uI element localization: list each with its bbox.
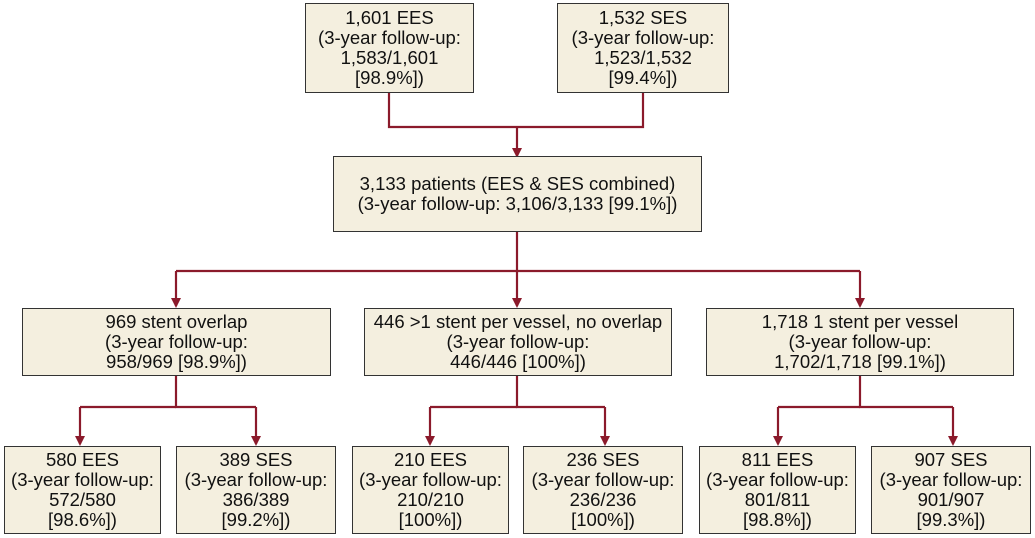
- connector-no-overlap: [515, 376, 605, 409]
- box-no-overlap: 446 >1 stent per vessel, no overlap (3-y…: [364, 308, 672, 376]
- box-line: 958/969 [98.9%]): [106, 351, 247, 372]
- connector-single-stent: [858, 376, 953, 409]
- box-line: [98.6%]): [48, 509, 117, 530]
- box-line: (3-year follow-up:: [446, 331, 590, 352]
- box-907-ses: 907 SES (3-year follow-up: 901/907 [99.3…: [871, 446, 1031, 534]
- box-line: 1,702/1,718 [99.1%]): [774, 351, 946, 372]
- box-line: [99.4%]): [608, 67, 678, 88]
- box-line: [99.3%]): [916, 509, 986, 530]
- box-line: (3-year follow-up:: [105, 331, 248, 352]
- box-line: [99.2%]): [221, 509, 291, 530]
- box-line: 1,718 1 stent per vessel: [761, 311, 959, 332]
- box-line: 236 SES: [566, 449, 640, 470]
- box-line: 389 SES: [219, 449, 293, 470]
- box-line: (3-year follow-up:: [318, 27, 461, 48]
- box-811-ees: 811 EES (3-year follow-up: 801/811 [98.8…: [699, 446, 856, 534]
- box-line: (3-year follow-up:: [11, 469, 154, 490]
- box-line: 1,601 EES: [345, 7, 434, 28]
- box-line: [100%]): [571, 509, 635, 530]
- box-line: 1,583/1,601: [340, 47, 439, 68]
- box-line: (3-year follow-up: 3,106/3,133 [99.1%]): [357, 193, 678, 214]
- box-line: 210 EES: [393, 449, 468, 470]
- box-line: (3-year follow-up:: [359, 469, 502, 490]
- box-line: 3,133 patients (EES & SES combined): [359, 173, 676, 194]
- box-single-stent: 1,718 1 stent per vessel (3-year follow-…: [706, 308, 1014, 376]
- box-line: 580 EES: [45, 449, 120, 470]
- arrow-to-210-ees: [430, 405, 517, 444]
- box-line: 572/580: [49, 489, 116, 510]
- arrow-to-580-ees: [80, 405, 176, 444]
- box-line: (3-year follow-up:: [571, 27, 715, 48]
- box-ees-total: 1,601 EES (3-year follow-up: 1,583/1,601…: [305, 3, 474, 93]
- box-line: 811 EES: [741, 449, 814, 470]
- connector-top-ees: [387, 93, 645, 129]
- box-389-ses: 389 SES (3-year follow-up: 386/389 [99.2…: [176, 446, 336, 534]
- box-line: (3-year follow-up:: [184, 469, 328, 490]
- box-line: 907 SES: [914, 449, 988, 470]
- box-580-ees: 580 EES (3-year follow-up: 572/580 [98.6…: [4, 446, 161, 534]
- box-line: [98.8%]): [743, 509, 812, 530]
- box-line: [100%]): [398, 509, 463, 530]
- connector-overlap: [174, 376, 256, 409]
- box-236-ses: 236 SES (3-year follow-up: 236/236 [100%…: [523, 446, 683, 534]
- box-line: 386/389: [222, 489, 290, 510]
- box-stent-overlap: 969 stent overlap (3-year follow-up: 958…: [22, 308, 331, 376]
- box-line: (3-year follow-up:: [879, 469, 1023, 490]
- box-210-ees: 210 EES (3-year follow-up: 210/210 [100%…: [352, 446, 509, 534]
- box-line: 969 stent overlap: [105, 311, 248, 332]
- box-combined: 3,133 patients (EES & SES combined) (3-y…: [333, 156, 702, 232]
- box-line: 801/811: [744, 489, 811, 510]
- box-line: (3-year follow-up:: [788, 331, 932, 352]
- box-line: 446 >1 stent per vessel, no overlap: [373, 311, 663, 332]
- box-line: 210/210: [397, 489, 464, 510]
- box-line: 446/446 [100%]): [450, 351, 586, 372]
- box-line: [98.9%]): [355, 67, 424, 88]
- box-line: 1,523/1,532: [594, 47, 692, 68]
- arrow-to-811-ees: [778, 405, 860, 444]
- box-line: 236/236: [569, 489, 637, 510]
- box-line: (3-year follow-up:: [531, 469, 675, 490]
- box-ses-total: 1,532 SES (3-year follow-up: 1,523/1,532…: [557, 3, 729, 93]
- box-line: (3-year follow-up:: [706, 469, 849, 490]
- box-line: 901/907: [917, 489, 985, 510]
- box-line: 1,532 SES: [598, 7, 688, 28]
